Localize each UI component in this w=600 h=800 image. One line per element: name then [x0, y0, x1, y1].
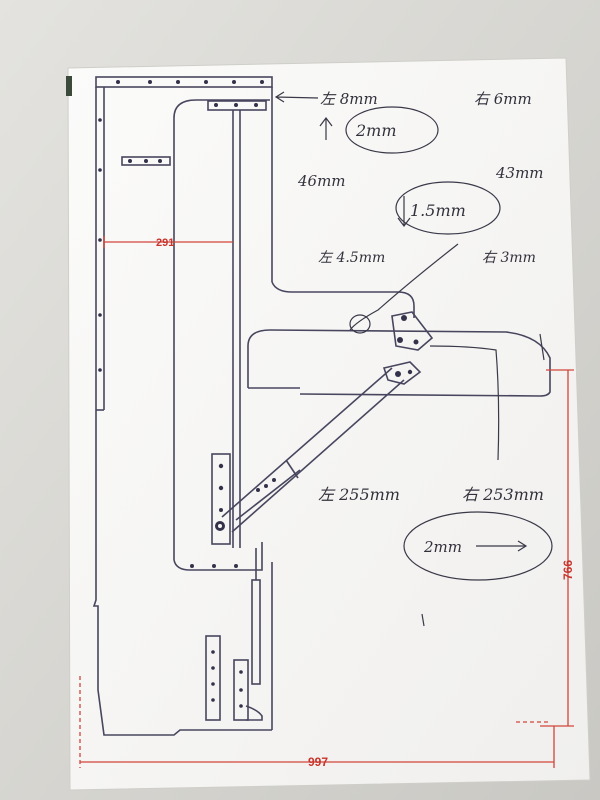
- note-43mm: 43mm: [495, 164, 544, 182]
- dim-766-label: 766: [561, 560, 575, 580]
- printed-drawing: [92, 76, 551, 736]
- dim-997-label: 997: [308, 755, 328, 769]
- dim-291-label: 291: [156, 237, 174, 249]
- lower-panel: [173, 542, 263, 571]
- note-2mm-bottom: 2mm: [423, 538, 462, 556]
- support-arm-bottom: [231, 379, 405, 533]
- note-left-255mm: 左 255mm: [318, 485, 400, 504]
- mount-plate: [211, 453, 231, 545]
- arrow-up-mark: [319, 117, 333, 140]
- note-2mm-top: 2mm: [355, 121, 397, 140]
- arm-hinge-plate: [382, 361, 422, 385]
- note-right-6mm: 右 6mm: [474, 90, 532, 108]
- line-to-board: [429, 345, 500, 461]
- table-hinge: [391, 311, 434, 351]
- curve-to-hinge: [349, 243, 459, 331]
- note-1-5mm: 1.5mm: [410, 201, 466, 220]
- note-left-4-5mm: 左 4.5mm: [318, 250, 385, 266]
- tick-lower-right: [421, 613, 425, 627]
- arrow-to-top-rail: [274, 91, 319, 103]
- circle-1-5mm: [395, 181, 501, 235]
- note-right-3mm: 右 3mm: [482, 250, 536, 266]
- support-arm-top: [221, 367, 393, 518]
- note-46mm: 46mm: [297, 172, 346, 190]
- cabinet-body: [173, 99, 270, 560]
- circle-2mm-bottom: [403, 511, 553, 581]
- lower-plate-1: [205, 635, 221, 721]
- arrow-right-mark: [476, 540, 528, 552]
- top-bracket: [207, 100, 267, 111]
- pen-marks: [274, 91, 553, 627]
- lower-plate-2: [233, 659, 249, 721]
- small-hinge-circle: [349, 314, 371, 334]
- left-panel-outline: [92, 87, 272, 736]
- paper-tab: [66, 76, 72, 96]
- tick-at-board-end: [539, 333, 545, 361]
- cross-link: [235, 469, 301, 521]
- arrow-down-mark: [397, 196, 411, 227]
- circle-2mm-top: [345, 106, 439, 154]
- dimension-lines: [79, 236, 574, 768]
- note-left-8mm: 左 8mm: [320, 90, 378, 108]
- table-board: [247, 329, 551, 397]
- small-plate: [121, 156, 171, 166]
- note-right-253mm: 右 253mm: [462, 485, 544, 504]
- top-rail: [95, 76, 273, 88]
